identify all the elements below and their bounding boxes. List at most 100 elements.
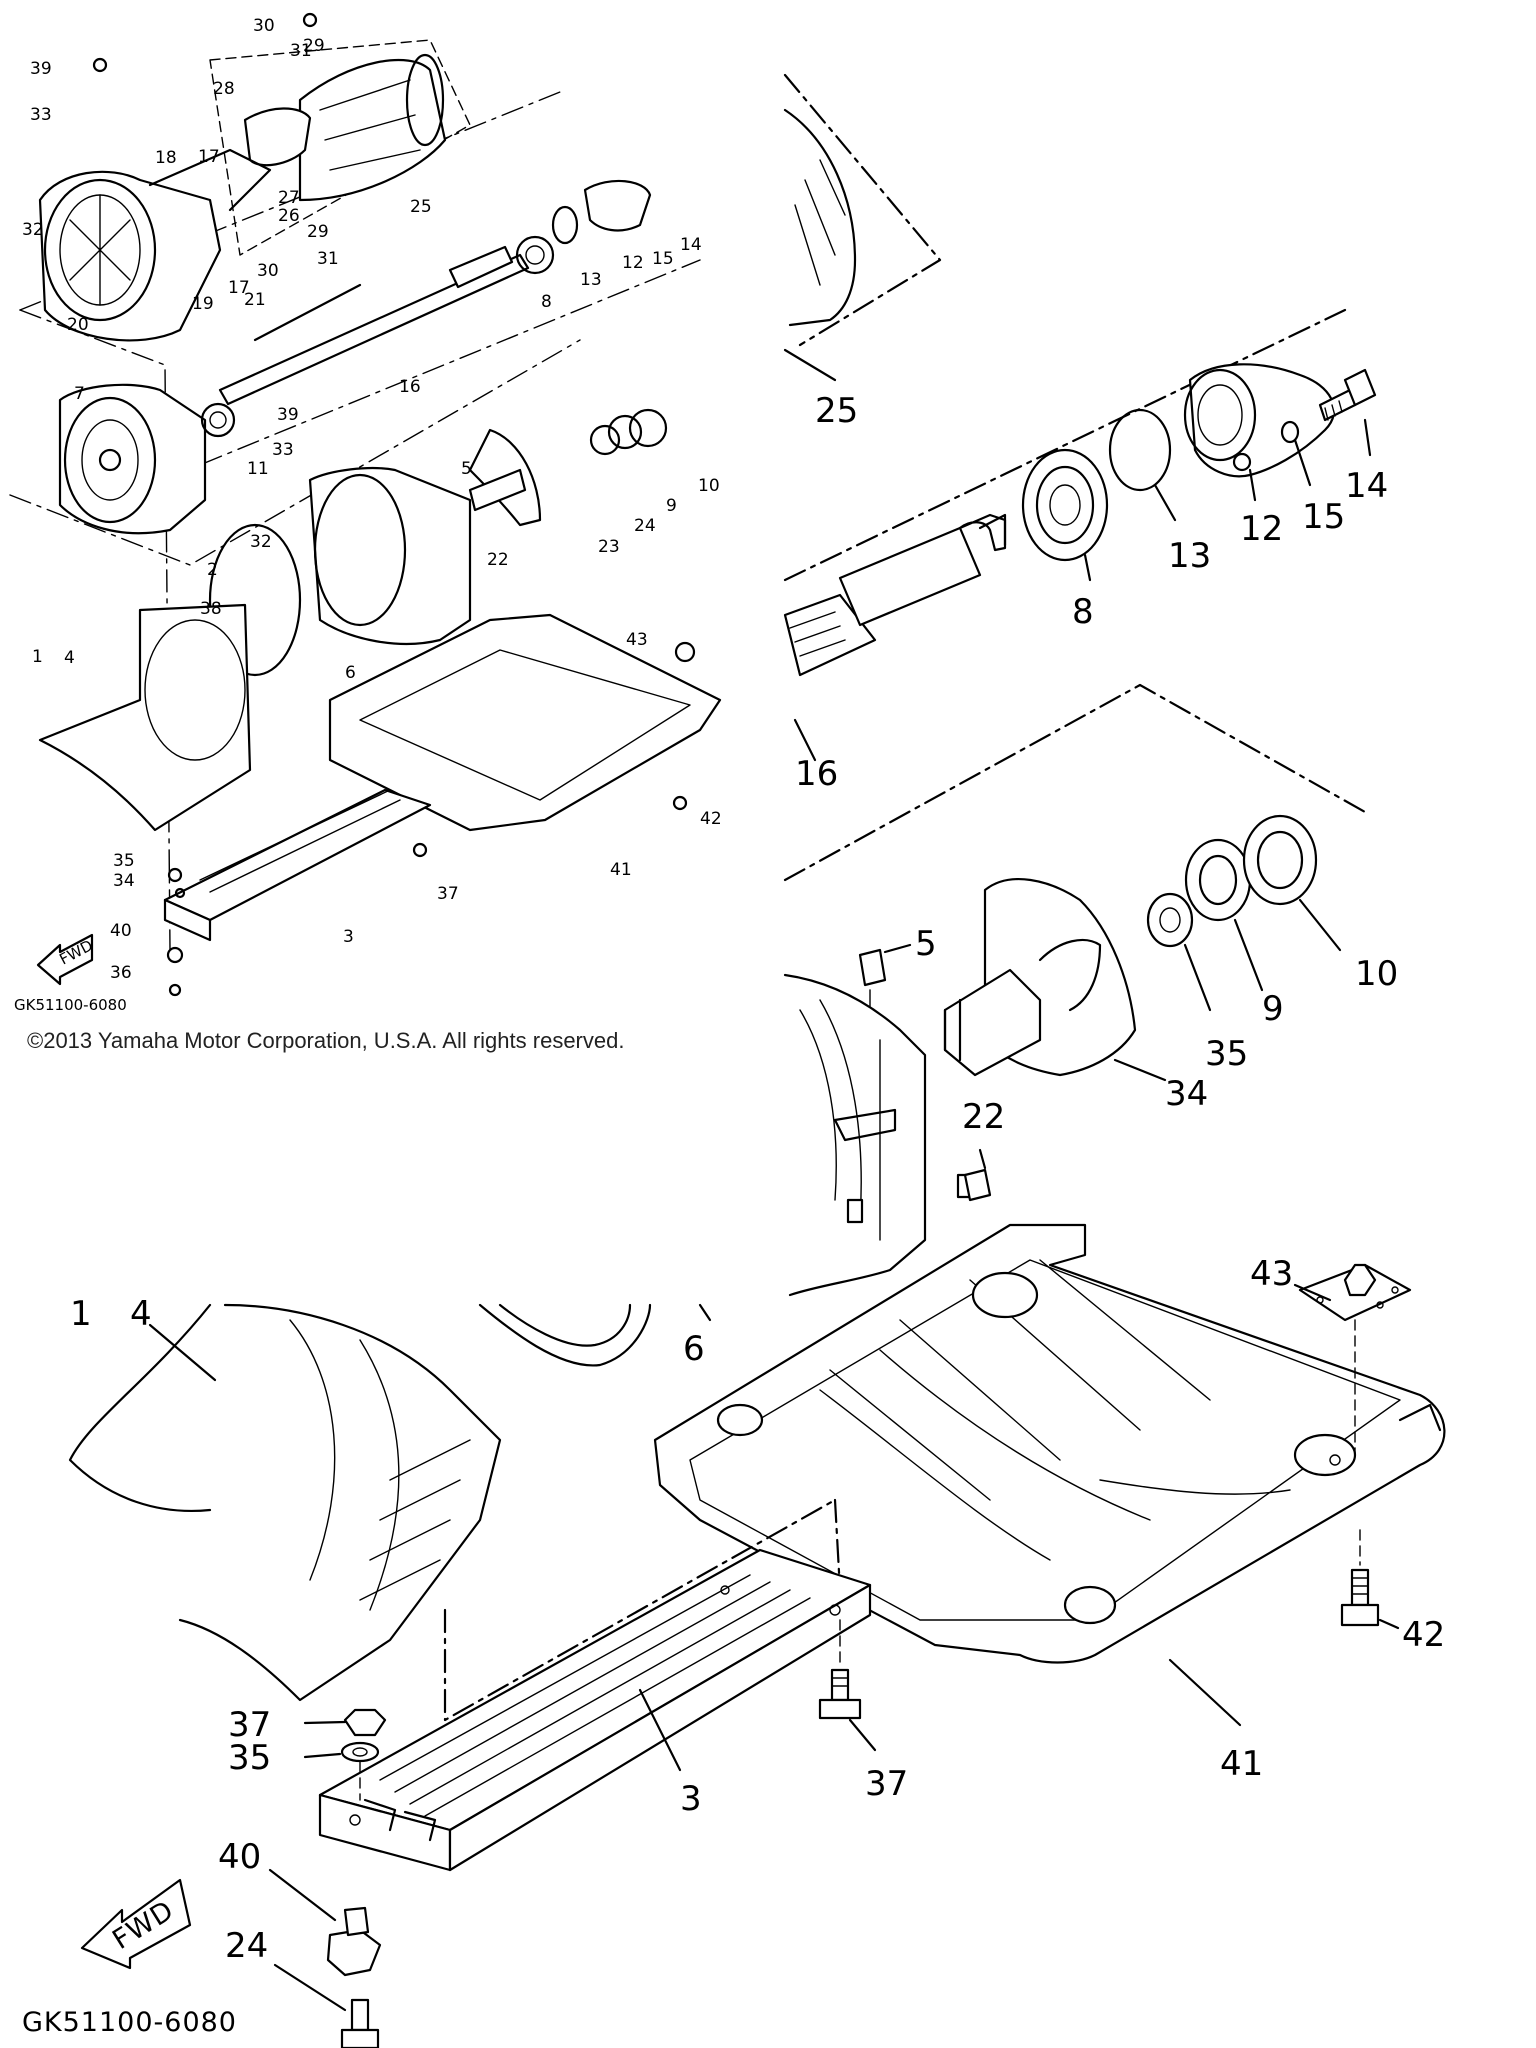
detail-intake-grate-41 <box>653 1223 1446 1664</box>
callout-16: 16 <box>399 377 421 397</box>
callout-17b: 17 <box>228 278 250 298</box>
callout-32b: 32 <box>250 532 272 552</box>
callout-29b: 29 <box>307 222 329 242</box>
detail-callout-12: 12 <box>1240 509 1283 549</box>
callout-36: 36 <box>110 963 132 983</box>
detail-callout-37: 37 <box>865 1764 908 1804</box>
detail-callout-3: 3 <box>680 1779 702 1819</box>
overview-diagram: FWD GK51100-6080 1 2 3 4 5 6 7 8 9 10 11… <box>9 12 722 1014</box>
detail-callout-23: 34 <box>1165 1074 1208 1114</box>
detail-callout-40: 40 <box>218 1837 261 1877</box>
callout-2: 2 <box>207 560 218 580</box>
callout-3: 3 <box>343 927 354 947</box>
callout-31a: 31 <box>290 41 312 61</box>
impeller-housing-part <box>58 383 207 535</box>
callout-21: 21 <box>244 290 266 310</box>
callout-33b: 33 <box>272 440 294 460</box>
callout-34: 34 <box>113 871 135 891</box>
callout-38: 38 <box>200 599 222 619</box>
callout-32a: 32 <box>22 220 44 240</box>
detail-callout-22: 22 <box>962 1097 1005 1137</box>
detail-callout-13: 13 <box>1168 536 1211 576</box>
callout-5: 5 <box>461 459 472 479</box>
detail-callout-36: 24 <box>225 1926 268 1966</box>
callout-17a: 17 <box>198 147 220 167</box>
diagram-code-large: GK51100-6080 <box>22 2007 237 2038</box>
copyright-notice: ©2013 Yamaha Motor Corporation, U.S.A. A… <box>27 1028 625 1053</box>
callout-11: 11 <box>247 459 269 479</box>
detail-drive-shaft <box>783 513 1007 762</box>
callout-9: 9 <box>666 496 677 516</box>
detail-mount-40 <box>268 1868 382 1977</box>
callout-30b: 30 <box>257 261 279 281</box>
detail-callout-5: 5 <box>915 924 937 964</box>
detail-callout-6: 6 <box>683 1329 705 1369</box>
callout-33a: 33 <box>30 105 52 125</box>
callout-30a: 30 <box>253 16 275 36</box>
callout-40: 40 <box>110 921 132 941</box>
callout-13: 13 <box>580 270 602 290</box>
detail-diagram: 25 <box>22 73 1446 2048</box>
detail-callout-34: 35 <box>228 1738 271 1778</box>
callout-15: 15 <box>652 249 674 269</box>
callout-10: 10 <box>698 476 720 496</box>
callout-28: 28 <box>213 79 235 99</box>
detail-callout-35: 37 <box>228 1705 271 1745</box>
detail-plate-43 <box>1298 1263 1412 1456</box>
detail-callout-42: 42 <box>1402 1615 1445 1655</box>
callout-4: 4 <box>64 648 75 668</box>
callout-14: 14 <box>680 235 702 255</box>
callout-26: 26 <box>278 206 300 226</box>
detail-callout-4: 4 <box>130 1294 152 1334</box>
drive-shaft-part <box>218 245 530 406</box>
callout-25: 25 <box>410 197 432 217</box>
callout-20: 20 <box>67 315 89 335</box>
fwd-arrow-small: FWD <box>36 933 96 986</box>
detail-bolt-14 <box>1318 368 1377 457</box>
callout-29a: 29 <box>303 36 325 56</box>
detail-callout-9: 9 <box>1262 989 1284 1029</box>
jet-pump-housing-part <box>38 148 272 342</box>
detail-bearing-8 <box>1021 448 1109 582</box>
detail-bolt-36 <box>273 1963 380 2048</box>
callout-35: 35 <box>113 851 135 871</box>
detail-callout-15: 15 <box>1302 497 1345 537</box>
callout-7: 7 <box>74 384 85 404</box>
detail-callout-8: 8 <box>1072 592 1094 632</box>
detail-callout-24: 35 <box>1205 1034 1248 1074</box>
detail-bolt-42 <box>1340 1529 1400 1630</box>
callout-19: 19 <box>192 294 214 314</box>
detail-ride-plate-3 <box>318 1548 872 1872</box>
detail-cap-12 <box>1183 363 1336 502</box>
callout-23: 23 <box>598 537 620 557</box>
callout-41: 41 <box>610 860 632 880</box>
callout-24: 24 <box>634 516 656 536</box>
callout-12: 12 <box>622 253 644 273</box>
callout-39b: 39 <box>277 405 299 425</box>
fwd-arrow-large: FWD <box>80 1878 192 1970</box>
detail-callout-16: 16 <box>795 754 838 794</box>
detail-callout-43: 43 <box>1250 1254 1293 1294</box>
detail-bolt-37 <box>818 1619 877 1752</box>
detail-callout-1: 1 <box>70 1294 92 1334</box>
diagram-code-small: GK51100-6080 <box>14 996 127 1014</box>
callout-43: 43 <box>626 630 648 650</box>
detail-impeller-23 <box>943 878 1167 1082</box>
overview-callouts: 1 2 3 4 5 6 7 8 9 10 11 12 13 14 15 16 1… <box>22 16 722 983</box>
detail-callout-10: 10 <box>1355 954 1398 994</box>
callout-1: 1 <box>32 647 43 667</box>
detail-callout-41: 41 <box>1220 1744 1263 1784</box>
callout-22: 22 <box>487 550 509 570</box>
callout-39a: 39 <box>30 59 52 79</box>
callout-37: 37 <box>437 884 459 904</box>
callout-18: 18 <box>155 148 177 168</box>
detail-callout-25: 25 <box>815 391 858 431</box>
callout-42: 42 <box>700 809 722 829</box>
callout-8: 8 <box>541 292 552 312</box>
steering-nozzle-part <box>243 53 447 202</box>
detail-callout-14: 14 <box>1345 466 1388 506</box>
callout-27: 27 <box>278 188 300 208</box>
callout-31b: 31 <box>317 249 339 269</box>
callout-6: 6 <box>345 663 356 683</box>
